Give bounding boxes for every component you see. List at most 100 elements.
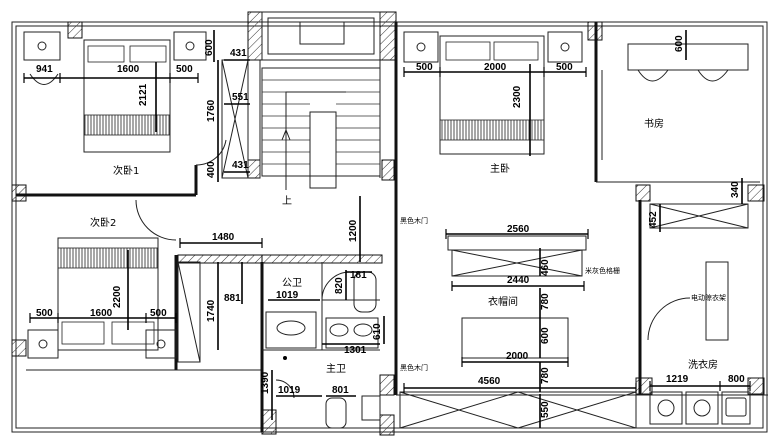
dim-780a: 780: [540, 293, 551, 310]
grille-note: 米灰色格栅: [585, 266, 620, 275]
desk: [627, 43, 749, 71]
staircase: 上: [261, 67, 381, 207]
dim-340: 340: [730, 181, 741, 198]
bedroom-1: 次卧1: [23, 31, 227, 177]
room-label-master-bath: 主卫: [326, 363, 346, 375]
dim-2300: 2300: [512, 85, 523, 108]
nightstand: [403, 31, 439, 63]
dim-500c: 500: [556, 62, 573, 73]
column: [67, 21, 83, 39]
vanity: [265, 311, 317, 349]
column: [747, 184, 765, 202]
dim-820: 820: [334, 277, 345, 294]
dim-500a: 500: [176, 64, 193, 75]
dim-181: 181: [350, 270, 367, 281]
rack-note: 电动晾衣架: [691, 293, 726, 302]
dim-780b: 780: [540, 367, 551, 384]
column: [381, 159, 395, 181]
dim-500b: 500: [416, 62, 433, 73]
dim-800: 800: [728, 374, 745, 385]
laundry-room: 电动晾衣架 洗衣房: [647, 203, 751, 425]
dim-500d: 500: [36, 308, 53, 319]
dim-1200: 1200: [348, 219, 359, 242]
room-label-bedroom-1: 次卧1: [113, 164, 139, 177]
dim-2000b: 2000: [506, 351, 529, 362]
cabinet: [361, 395, 381, 421]
chair: [637, 69, 669, 82]
walk-in-closet: 衣帽间 米灰色格栅 黑色木门 黑色木门: [399, 216, 637, 429]
door-note-upper: 黑色木门: [400, 216, 428, 225]
column: [379, 11, 397, 61]
dim-600c: 600: [540, 327, 551, 344]
column: [635, 184, 651, 202]
dim-1740: 1740: [206, 299, 217, 322]
column: [379, 414, 395, 436]
dim-431a: 431: [230, 48, 247, 59]
dim-801: 801: [332, 385, 349, 396]
dim-610: 610: [372, 323, 383, 340]
dim-1390: 1390: [260, 371, 271, 394]
wall-segment: [261, 254, 383, 264]
dim-1019a: 1019: [276, 290, 299, 301]
wardrobe: [177, 261, 201, 363]
chair: [697, 69, 729, 82]
dim-1600a: 1600: [117, 64, 140, 75]
door-note-lower: 黑色木门: [400, 363, 428, 372]
dim-2560: 2560: [507, 224, 530, 235]
nightstand: [547, 31, 583, 63]
dim-881: 881: [224, 293, 241, 304]
sink: [721, 391, 751, 425]
dim-1219: 1219: [666, 374, 689, 385]
exterior-walls: [11, 11, 768, 436]
dim-1760: 1760: [206, 99, 217, 122]
room-label-bedroom-2: 次卧2: [90, 216, 116, 229]
master-bathroom: 主卫: [275, 317, 381, 429]
drying-rack: [705, 261, 729, 341]
dim-551: 551: [232, 92, 249, 103]
dim-2000a: 2000: [484, 62, 507, 73]
column: [11, 339, 27, 357]
dim-600a: 600: [204, 39, 215, 56]
dim-2440: 2440: [507, 275, 530, 286]
dim-550: 550: [540, 401, 551, 418]
room-label-closet: 衣帽间: [488, 295, 518, 308]
dim-1600b: 1600: [90, 308, 113, 319]
bedroom-2: 次卧2: [27, 199, 201, 363]
column: [247, 11, 263, 61]
nightstand: [145, 329, 177, 359]
room-label-master: 主卧: [490, 162, 510, 175]
cabinet: [649, 203, 749, 229]
master-bedroom: 主卧: [403, 31, 583, 175]
door-swing: [647, 297, 691, 341]
balcony: [261, 11, 381, 61]
column: [379, 374, 395, 396]
door-swing: [135, 199, 177, 241]
column: [11, 184, 27, 202]
dim-400: 400: [206, 161, 217, 178]
room-label-study: 书房: [644, 117, 664, 130]
washer: [649, 391, 683, 425]
toilet: [325, 397, 347, 429]
dim-1019b: 1019: [278, 385, 301, 396]
room-label-laundry: 洗衣房: [688, 358, 718, 371]
door-swing: [195, 139, 227, 166]
nightstand: [23, 31, 61, 61]
dim-941: 941: [36, 64, 53, 75]
column: [261, 409, 277, 435]
nightstand: [27, 329, 59, 359]
public-bathroom: 公卫: [265, 271, 377, 349]
vanity: [325, 317, 379, 349]
dim-1301: 1301: [344, 345, 367, 356]
dim-2200: 2200: [112, 285, 123, 308]
wardrobe-row: [399, 391, 637, 429]
island-cabinet: [451, 249, 583, 277]
chair: [29, 73, 59, 85]
dim-460: 460: [540, 259, 551, 276]
dimensions: 941 1600 500 2121 600 431 1760 551 400 4…: [23, 30, 751, 428]
dim-1480: 1480: [212, 232, 235, 243]
column: [247, 159, 261, 179]
dim-500e: 500: [150, 308, 167, 319]
dryer: [685, 391, 719, 425]
